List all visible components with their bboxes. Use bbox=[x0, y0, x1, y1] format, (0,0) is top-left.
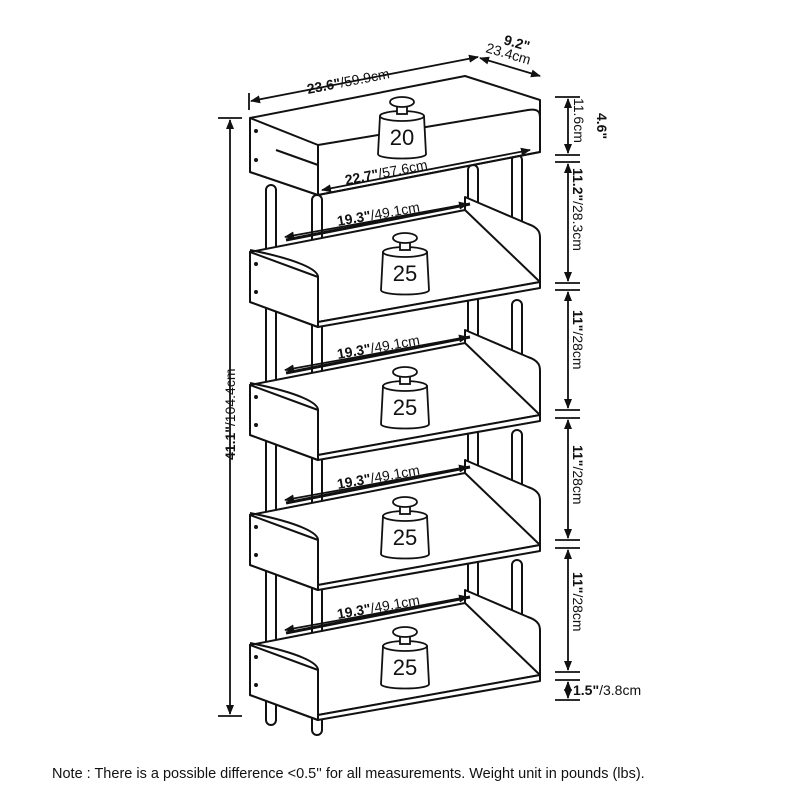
gap-4-label: 11"/28cm bbox=[570, 572, 586, 632]
weight-value: 25 bbox=[393, 655, 417, 680]
gap-2-label: 11"/28cm bbox=[570, 310, 586, 370]
gap-3-label: 11"/28cm bbox=[570, 445, 586, 505]
height-label: 41.1"/104.4cm bbox=[222, 369, 238, 460]
shelf-span-line bbox=[284, 464, 469, 503]
measurement-note: Note : There is a possible difference <0… bbox=[52, 766, 645, 782]
front-post-left bbox=[265, 184, 277, 726]
top-rail-in-label: 4.6" bbox=[594, 113, 610, 139]
shelf-span-line bbox=[284, 594, 469, 633]
weight-value: 25 bbox=[393, 395, 417, 420]
weight-value: 25 bbox=[393, 261, 417, 286]
shelf-span-line bbox=[284, 334, 469, 373]
depth-in-label: 9.2" bbox=[502, 32, 532, 55]
top-rail-cm-label: 11.6cm bbox=[571, 98, 587, 143]
dimension-lines bbox=[218, 54, 580, 717]
weight-value: 25 bbox=[393, 525, 417, 550]
leg-height-label: 1.5"/3.8cm bbox=[573, 682, 641, 698]
gap-1-label: 11.2"/28.3cm bbox=[570, 168, 586, 251]
shelf-span-line bbox=[284, 201, 469, 240]
shelf-4-weight-icon: 25 bbox=[380, 626, 430, 690]
weight-value: 20 bbox=[390, 125, 414, 150]
